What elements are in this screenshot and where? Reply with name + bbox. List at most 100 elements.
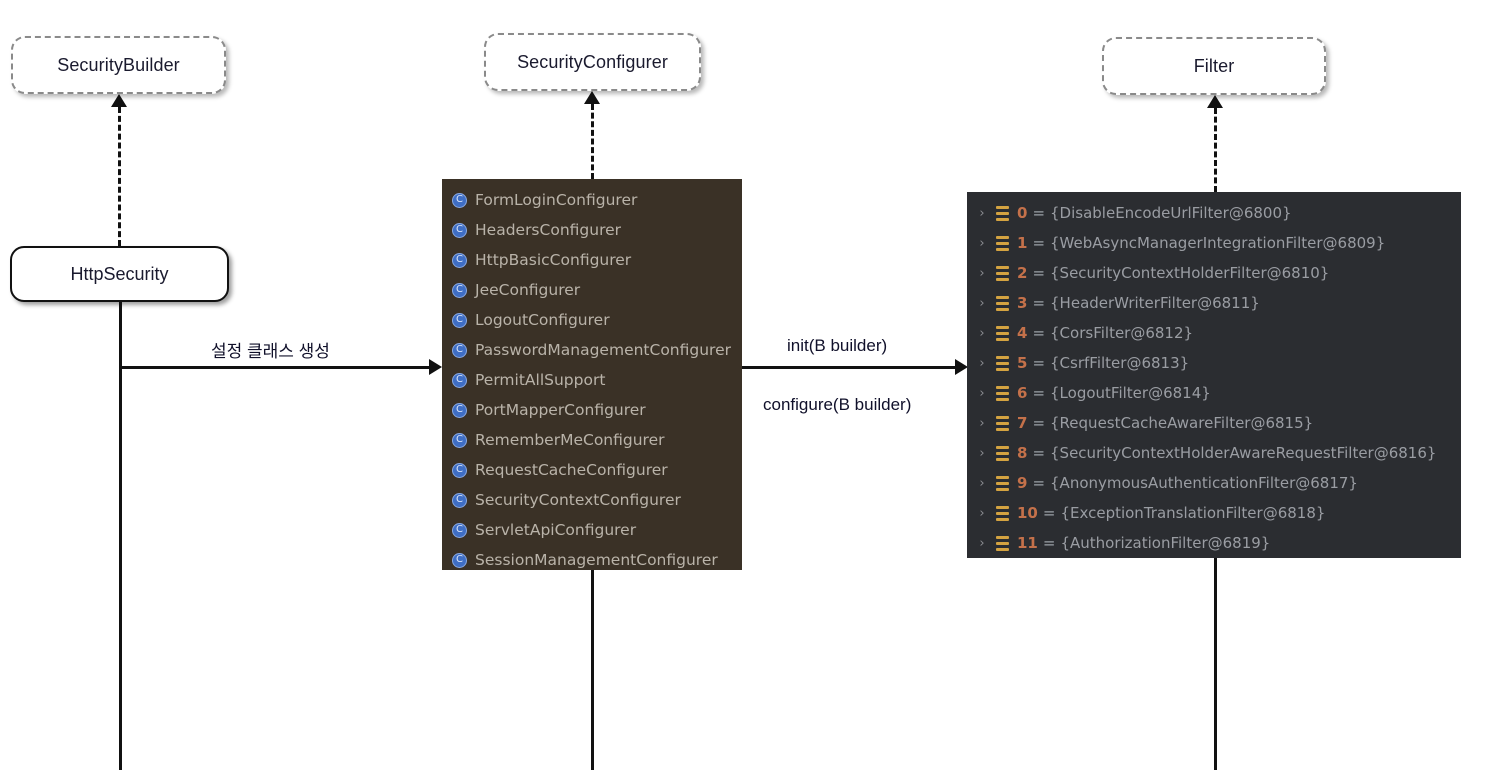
- filter-list-item[interactable]: ›3={HeaderWriterFilter@6811}: [967, 288, 1461, 318]
- filter-value: {CsrfFilter@6813}: [1050, 354, 1190, 372]
- filter-equals-sign: =: [1032, 324, 1046, 342]
- filter-value: {RequestCacheAwareFilter@6815}: [1050, 414, 1314, 432]
- chevron-right-icon[interactable]: ›: [979, 355, 985, 371]
- filter-index: 11: [1017, 534, 1038, 552]
- node-security-builder[interactable]: SecurityBuilder: [11, 36, 226, 94]
- chevron-right-icon[interactable]: ›: [979, 385, 985, 401]
- array-icon: [996, 445, 1009, 461]
- inheritance-arrow-filter: [1207, 95, 1223, 108]
- filter-value: {AnonymousAuthenticationFilter@6817}: [1050, 474, 1358, 492]
- filter-list-item[interactable]: ›9={AnonymousAuthenticationFilter@6817}: [967, 468, 1461, 498]
- chevron-right-icon[interactable]: ›: [979, 325, 985, 341]
- filter-equals-sign: =: [1042, 504, 1056, 522]
- inheritance-arrow-security-builder: [111, 94, 127, 107]
- node-http-security-label: HttpSecurity: [70, 263, 169, 284]
- filter-equals-sign: =: [1032, 354, 1046, 372]
- filter-value: {LogoutFilter@6814}: [1050, 384, 1211, 402]
- chevron-right-icon[interactable]: ›: [979, 205, 985, 221]
- filter-index: 4: [1017, 324, 1028, 342]
- filter-index: 5: [1017, 354, 1028, 372]
- chevron-right-icon[interactable]: ›: [979, 505, 985, 521]
- filters-panel[interactable]: ›0={DisableEncodeUrlFilter@6800}›1={WebA…: [967, 192, 1461, 558]
- configurer-name: PasswordManagementConfigurer: [475, 341, 731, 359]
- chevron-right-icon[interactable]: ›: [979, 235, 985, 251]
- filter-equals-sign: =: [1032, 444, 1046, 462]
- chevron-right-icon[interactable]: ›: [979, 415, 985, 431]
- flow-line-filters-vertical: [1214, 558, 1217, 770]
- configurer-list-item[interactable]: C JeeConfigurer: [442, 275, 742, 305]
- class-icon: C: [452, 312, 467, 328]
- filter-equals-sign: =: [1032, 414, 1046, 432]
- configurer-name: RememberMeConfigurer: [475, 431, 665, 449]
- class-icon: C: [452, 552, 467, 568]
- chevron-right-icon[interactable]: ›: [979, 535, 985, 551]
- chevron-right-icon[interactable]: ›: [979, 265, 985, 281]
- array-icon: [996, 265, 1009, 281]
- filter-list-item[interactable]: ›1={WebAsyncManagerIntegrationFilter@680…: [967, 228, 1461, 258]
- class-icon: C: [452, 282, 467, 298]
- filter-index: 6: [1017, 384, 1028, 402]
- filter-list-item[interactable]: ›6={LogoutFilter@6814}: [967, 378, 1461, 408]
- configurer-name: PermitAllSupport: [475, 371, 606, 389]
- class-icon: C: [452, 252, 467, 268]
- configurer-name: SecurityContextConfigurer: [475, 491, 681, 509]
- edge-label-init: init(B builder): [787, 336, 888, 355]
- filter-value: {HeaderWriterFilter@6811}: [1050, 294, 1260, 312]
- inheritance-line-filters-to-filter: [1214, 108, 1217, 192]
- filter-list-item[interactable]: ›4={CorsFilter@6812}: [967, 318, 1461, 348]
- configurer-name: JeeConfigurer: [475, 281, 581, 299]
- class-icon: C: [452, 492, 467, 508]
- filter-equals-sign: =: [1032, 294, 1046, 312]
- filter-list-item[interactable]: ›2={SecurityContextHolderFilter@6810}: [967, 258, 1461, 288]
- node-security-configurer[interactable]: SecurityConfigurer: [484, 33, 701, 91]
- configurer-list-item[interactable]: C PasswordManagementConfigurer: [442, 335, 742, 365]
- class-icon: C: [452, 402, 467, 418]
- flow-arrow-init-configure: [955, 359, 968, 375]
- chevron-right-icon[interactable]: ›: [979, 475, 985, 491]
- filter-list-item[interactable]: ›0={DisableEncodeUrlFilter@6800}: [967, 198, 1461, 228]
- configurer-list-item[interactable]: C LogoutConfigurer: [442, 305, 742, 335]
- filters-list: ›0={DisableEncodeUrlFilter@6800}›1={WebA…: [967, 198, 1461, 558]
- filter-value: {WebAsyncManagerIntegrationFilter@6809}: [1050, 234, 1386, 252]
- flow-line-create-config: [119, 366, 435, 369]
- inheritance-line-configurers-to-security-configurer: [591, 104, 594, 179]
- filter-equals-sign: =: [1042, 534, 1056, 552]
- node-security-builder-label: SecurityBuilder: [57, 54, 180, 75]
- filter-list-item[interactable]: ›10={ExceptionTranslationFilter@6818}: [967, 498, 1461, 528]
- flow-line-http-security-vertical: [119, 302, 122, 770]
- filter-index: 8: [1017, 444, 1028, 462]
- class-icon: C: [452, 462, 467, 478]
- edge-label-create-config: 설정 클래스 생성: [211, 342, 330, 361]
- class-icon: C: [452, 222, 467, 238]
- filter-equals-sign: =: [1032, 234, 1046, 252]
- node-security-configurer-label: SecurityConfigurer: [517, 51, 668, 72]
- filter-list-item[interactable]: ›7={RequestCacheAwareFilter@6815}: [967, 408, 1461, 438]
- node-filter[interactable]: Filter: [1102, 37, 1326, 95]
- array-icon: [996, 535, 1009, 551]
- configurer-name: PortMapperConfigurer: [475, 401, 646, 419]
- filter-list-item[interactable]: ›8={SecurityContextHolderAwareRequestFil…: [967, 438, 1461, 468]
- class-icon: C: [452, 522, 467, 538]
- configurer-list-item[interactable]: C PortMapperConfigurer: [442, 395, 742, 425]
- chevron-right-icon[interactable]: ›: [979, 295, 985, 311]
- configurer-name: LogoutConfigurer: [475, 311, 610, 329]
- filter-value: {SecurityContextHolderFilter@6810}: [1050, 264, 1330, 282]
- node-http-security[interactable]: HttpSecurity: [10, 246, 229, 302]
- configurer-list-item[interactable]: C SecurityContextConfigurer: [442, 485, 742, 515]
- chevron-right-icon[interactable]: ›: [979, 445, 985, 461]
- filter-list-item[interactable]: › 5={CsrfFilter@6813}: [967, 348, 1461, 378]
- class-icon: C: [452, 342, 467, 358]
- inheritance-arrow-security-configurer: [584, 91, 600, 104]
- filter-list-item[interactable]: ›11={AuthorizationFilter@6819}: [967, 528, 1461, 558]
- filter-index: 9: [1017, 474, 1028, 492]
